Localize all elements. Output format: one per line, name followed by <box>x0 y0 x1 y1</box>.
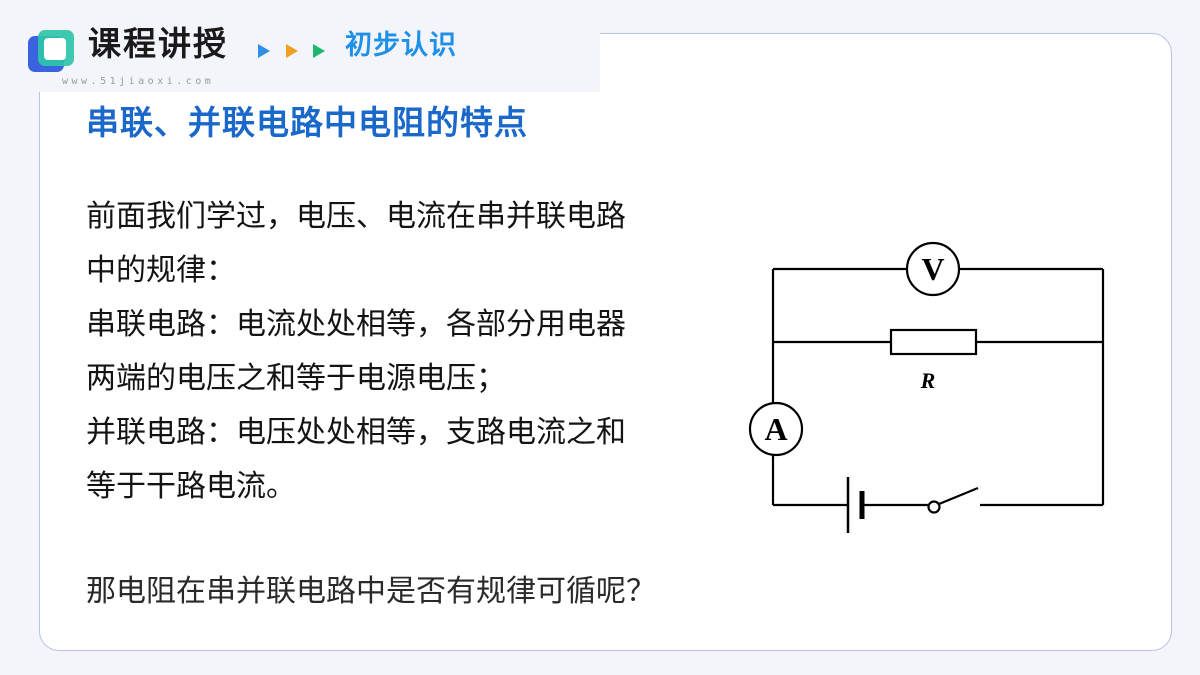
ammeter <box>748 401 804 457</box>
header-block <box>0 0 600 92</box>
resistor-label: R <box>920 368 936 393</box>
section-title: 课程讲授 <box>88 24 228 63</box>
logo-icon <box>28 30 76 72</box>
arrow-icon-orange <box>286 44 298 58</box>
body-line: 等于干路电流。 <box>86 469 296 504</box>
body-line: 串联电路：电流处处相等，各部分用电器 <box>86 307 626 342</box>
resistor <box>889 328 978 356</box>
page-heading: 串联、并联电路中电阻的特点 <box>86 103 528 142</box>
switch-blade <box>938 486 979 506</box>
ammeter-label: A <box>764 411 787 447</box>
body-line: 并联电路：电压处处相等，支路电流之和 <box>86 415 626 450</box>
circuit-diagram: V A R <box>748 241 1105 533</box>
switch-pivot <box>927 500 941 514</box>
arrow-icon-blue <box>258 44 270 58</box>
voltmeter <box>905 241 961 297</box>
body-line: 前面我们学过，电压、电流在串并联电路 <box>86 199 626 234</box>
body-line: 中的规律： <box>86 253 236 288</box>
section-subtitle: 初步认识 <box>345 30 457 61</box>
watermark: www.51jiaoxi.com <box>62 76 215 87</box>
body-text: 前面我们学过，电压、电流在串并联电路 中的规律： 串联电路：电流处处相等，各部分… <box>86 190 726 514</box>
voltmeter-label: V <box>921 251 944 287</box>
question-text: 那电阻在串并联电路中是否有规律可循呢？ <box>86 574 656 609</box>
body-line: 两端的电压之和等于电源电压； <box>86 361 506 396</box>
arrow-icon-green <box>313 44 325 58</box>
